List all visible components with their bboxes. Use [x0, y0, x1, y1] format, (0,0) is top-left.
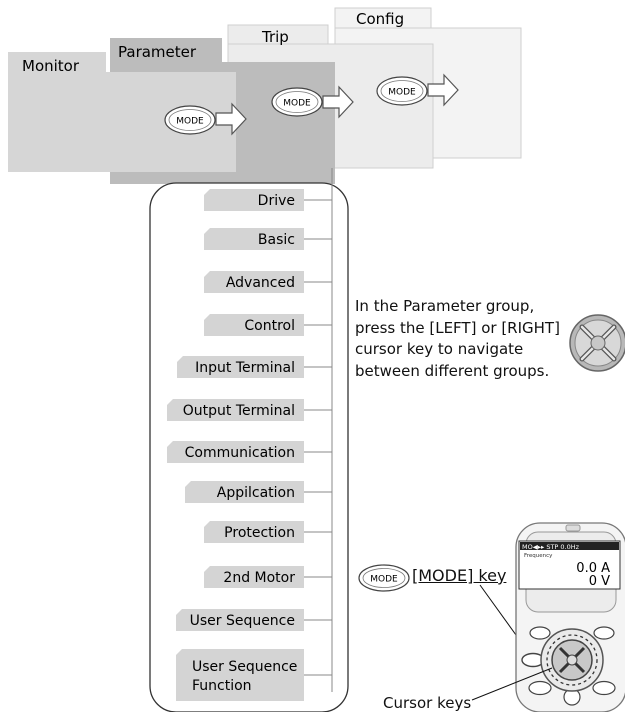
- parameter-group-item: Advanced: [204, 271, 332, 293]
- keypad-sub: Frequency: [524, 553, 553, 559]
- parameter-group-label: Output Terminal: [183, 403, 295, 419]
- mode-button-2: MODE: [271, 87, 323, 117]
- mode-key-label: [MODE] key: [412, 566, 507, 585]
- tab-config-label: Config: [356, 10, 404, 28]
- keypad-device: MO◀▸▸ STP 0.0Hz Frequency 0.0 A 0 V: [515, 522, 625, 712]
- tab-parameter-label: Parameter: [118, 43, 197, 61]
- parameter-group-label: Appilcation: [217, 485, 295, 501]
- mode-button-label: MODE: [176, 117, 204, 127]
- keypad-status: MO◀▸▸ STP 0.0Hz: [522, 543, 580, 551]
- parameter-group-item: Protection: [204, 521, 332, 543]
- parameter-group-item: Communication: [167, 441, 332, 463]
- parameter-group-label: Communication: [185, 445, 295, 461]
- parameter-group-item: User Sequence: [176, 609, 332, 631]
- mode-button-3: MODE: [376, 76, 428, 106]
- instruction-line: press the [LEFT] or [RIGHT]: [355, 318, 560, 337]
- tab-monitor-label: Monitor: [22, 57, 80, 75]
- mode-button-1: MODE: [164, 105, 216, 135]
- cursor-keys-label: Cursor keys: [383, 694, 472, 712]
- parameter-group-item: Input Terminal: [177, 356, 332, 378]
- parameter-group-label: Input Terminal: [195, 360, 295, 376]
- parameter-group-label: 2nd Motor: [223, 570, 295, 586]
- instruction-line: In the Parameter group,: [355, 297, 535, 315]
- parameter-group-label: User Sequence: [190, 613, 295, 629]
- parameter-group-label: Drive: [258, 193, 295, 209]
- parameter-group-item: Drive: [204, 189, 332, 211]
- cursor-key-icon: [569, 314, 625, 372]
- arrow-right-icon: [322, 85, 354, 119]
- parameter-group-label: Basic: [258, 232, 295, 248]
- instruction-line: between different groups.: [355, 361, 550, 380]
- parameter-group-label: Protection: [224, 525, 295, 541]
- arrow-right-icon: [215, 102, 247, 136]
- parameter-group-item: Appilcation: [185, 481, 332, 503]
- keypad-line2: 0 V: [589, 574, 610, 589]
- tab-trip-label: Trip: [261, 28, 289, 46]
- mode-button-label: MODE: [283, 99, 311, 109]
- keypad-line1: 0.0 A: [576, 561, 610, 576]
- mode-button-label: MODE: [370, 575, 398, 585]
- mode-button-label: MODE: [388, 88, 416, 98]
- parameter-group-item: Output Terminal: [167, 399, 332, 421]
- parameter-group-item: Control: [204, 314, 332, 336]
- arrow-right-icon: [427, 73, 459, 107]
- parameter-group-label: Advanced: [226, 275, 295, 291]
- instruction-line: cursor key to navigate: [355, 340, 524, 358]
- navigation-instruction: In the Parameter group, press the [LEFT]…: [355, 296, 595, 382]
- parameter-group-label: Control: [244, 318, 295, 334]
- mode-key-icon: MODE: [358, 564, 410, 592]
- parameter-group-item: Basic: [204, 228, 332, 250]
- parameter-group-item: 2nd Motor: [204, 566, 332, 588]
